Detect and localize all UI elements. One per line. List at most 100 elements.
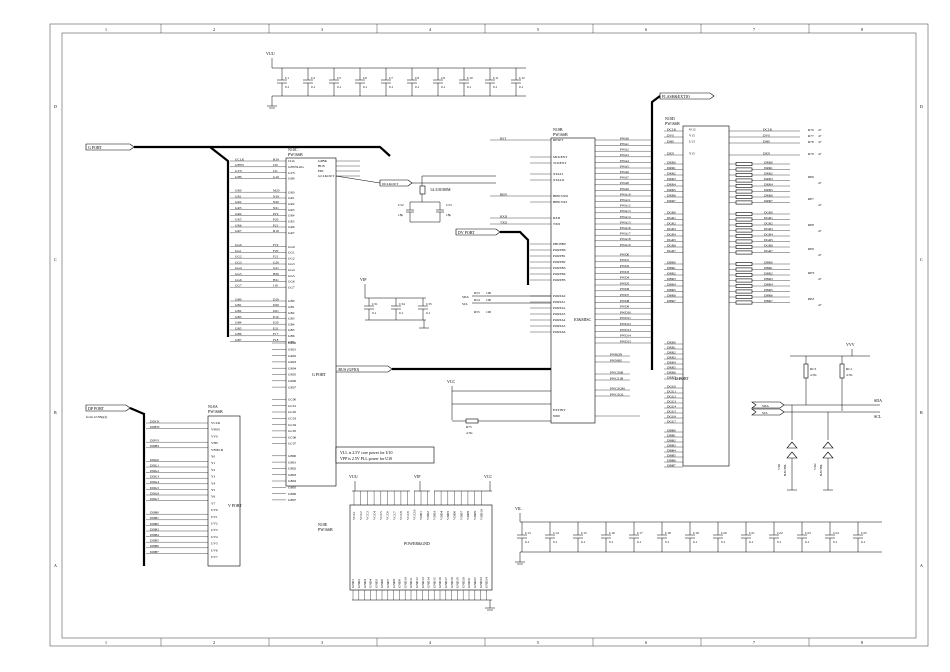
resistor-value: 47: [818, 253, 822, 257]
pin-label: VCC1: [352, 511, 356, 520]
pin-label: GG7: [288, 285, 295, 289]
pin-label: UV7: [211, 555, 218, 559]
signal-label: GG5: [235, 272, 242, 276]
n10e-title: N10E: [318, 522, 328, 527]
pin-label: DGR3: [764, 227, 773, 231]
cap-value: 0.1: [665, 540, 670, 544]
pin-label: GND2: [357, 579, 361, 588]
pin-number: G19: [273, 175, 279, 179]
frame-col-label: 6: [645, 27, 647, 32]
pin-label: VHS: [211, 441, 218, 445]
pin-label: GB02: [288, 467, 296, 471]
frame-row-label: A: [54, 563, 57, 568]
pin-label: DBR3: [764, 277, 773, 281]
r55-val: 100: [486, 310, 491, 314]
pin-label: PORTB1: [553, 254, 566, 258]
pin-label: UV4: [211, 535, 218, 539]
pin-label: Y6: [211, 495, 215, 499]
pin-label: GR0: [288, 190, 295, 194]
pin-number: M20: [273, 189, 280, 193]
pin-label: VFEN: [211, 428, 220, 432]
pin-label: DGR1: [764, 216, 773, 220]
resistor-pack-element: [735, 189, 753, 194]
pin-label: TXD: [553, 222, 561, 226]
pin-label: VCC8: [399, 511, 403, 520]
pin-label: GC06: [288, 435, 296, 439]
pin-label: PWD11: [620, 316, 631, 320]
pin-label: GR7: [288, 231, 295, 235]
i2c-left: SDA SCL R53 R54 R55 100 100 100: [462, 291, 551, 314]
pin-label: PORTA3: [553, 312, 566, 316]
signal-label: DRR5: [667, 188, 676, 192]
resistor-pack-element: [735, 234, 753, 238]
signal-label: DRR1: [667, 345, 676, 349]
sheet-border: [49, 23, 929, 647]
frame-col-label: 6: [645, 640, 647, 645]
pin-label: PWD0: [620, 252, 630, 256]
cap-ref: C34: [399, 302, 405, 306]
cap-ref: C12: [519, 76, 525, 80]
signal-label: BIIN: [500, 192, 508, 196]
pin-label: UV5: [211, 542, 218, 546]
signal-label: DGG4: [667, 404, 676, 408]
frame-col-label: 3: [321, 640, 323, 645]
cap-ref: C9: [441, 76, 445, 80]
pin-label: GND20: [461, 577, 465, 588]
pin-number: F20: [273, 249, 279, 253]
pin-label: PWCS1B: [610, 376, 624, 380]
cap-ref: C25: [861, 531, 867, 535]
pin-number: R19: [273, 229, 279, 233]
pin-label: XTALO: [553, 178, 565, 182]
pin-label: GR02: [288, 354, 296, 358]
scl-mid-label: SCL: [762, 411, 768, 415]
signal-label: DBB3: [667, 443, 676, 447]
pin-label: GND14: [427, 577, 431, 588]
rc3-ref: RC3: [810, 367, 817, 371]
pin-label: PWD6: [620, 287, 630, 291]
frame-col-label: 3: [321, 27, 323, 32]
c52-val: 18p: [398, 213, 403, 217]
signal-label: GR4: [235, 212, 242, 216]
n10b-name: IO&MISC: [574, 317, 591, 322]
pin-label: PWD15: [620, 339, 631, 343]
signal-label: DBB6: [667, 458, 676, 462]
pin-label: GND13: [421, 577, 425, 588]
signal-label: DRR3: [667, 355, 676, 359]
pin-label: GND11: [409, 577, 413, 588]
resistor-pack-element: [735, 250, 753, 255]
r54-ref: R54: [474, 298, 480, 302]
pin-label: GR4: [288, 214, 295, 218]
dvport-bus-label: DV PORT: [458, 230, 475, 235]
vd1-part: BAV99L: [783, 464, 787, 476]
pin-number: F21: [273, 255, 279, 259]
resistor-pack-element: [735, 295, 753, 299]
signal-label: DDG7: [150, 497, 159, 501]
pin-label: GND22: [473, 577, 477, 588]
cap-value: 0.1: [749, 540, 754, 544]
pin-label: GB06: [288, 492, 296, 496]
pin-label: VDD5: [446, 511, 450, 520]
pin-label: PWA0: [620, 136, 629, 140]
pin-label: CLK: [288, 159, 295, 163]
resistor-pack-element: [735, 300, 753, 305]
signal-label: DBR3: [667, 277, 676, 281]
cap-value: 0.1: [833, 540, 838, 544]
cap-value: 0.1: [337, 85, 342, 89]
resistor-pack-element: [735, 167, 753, 172]
pin-label: DRR4: [764, 182, 773, 186]
resistor-pack-element: [735, 228, 753, 233]
pin-label: GR5: [288, 219, 295, 223]
pin-label: GB07: [288, 498, 296, 502]
pin-number: J19: [273, 284, 278, 288]
pin-label: GB05: [288, 486, 296, 490]
frame-col-label: 8: [861, 640, 863, 645]
pin-number: D20: [273, 303, 279, 307]
n10b-part: PW166B: [553, 132, 568, 137]
pin-label: GR2: [288, 202, 295, 206]
power-notes: VLL is 2.5V core power for U10 VPP is 2.…: [335, 446, 435, 464]
pin-label: GND1: [351, 579, 355, 588]
pin-label: GND4: [369, 579, 373, 588]
pin-label: EXTINT: [553, 408, 566, 412]
frame-col-label: 1: [105, 27, 107, 32]
